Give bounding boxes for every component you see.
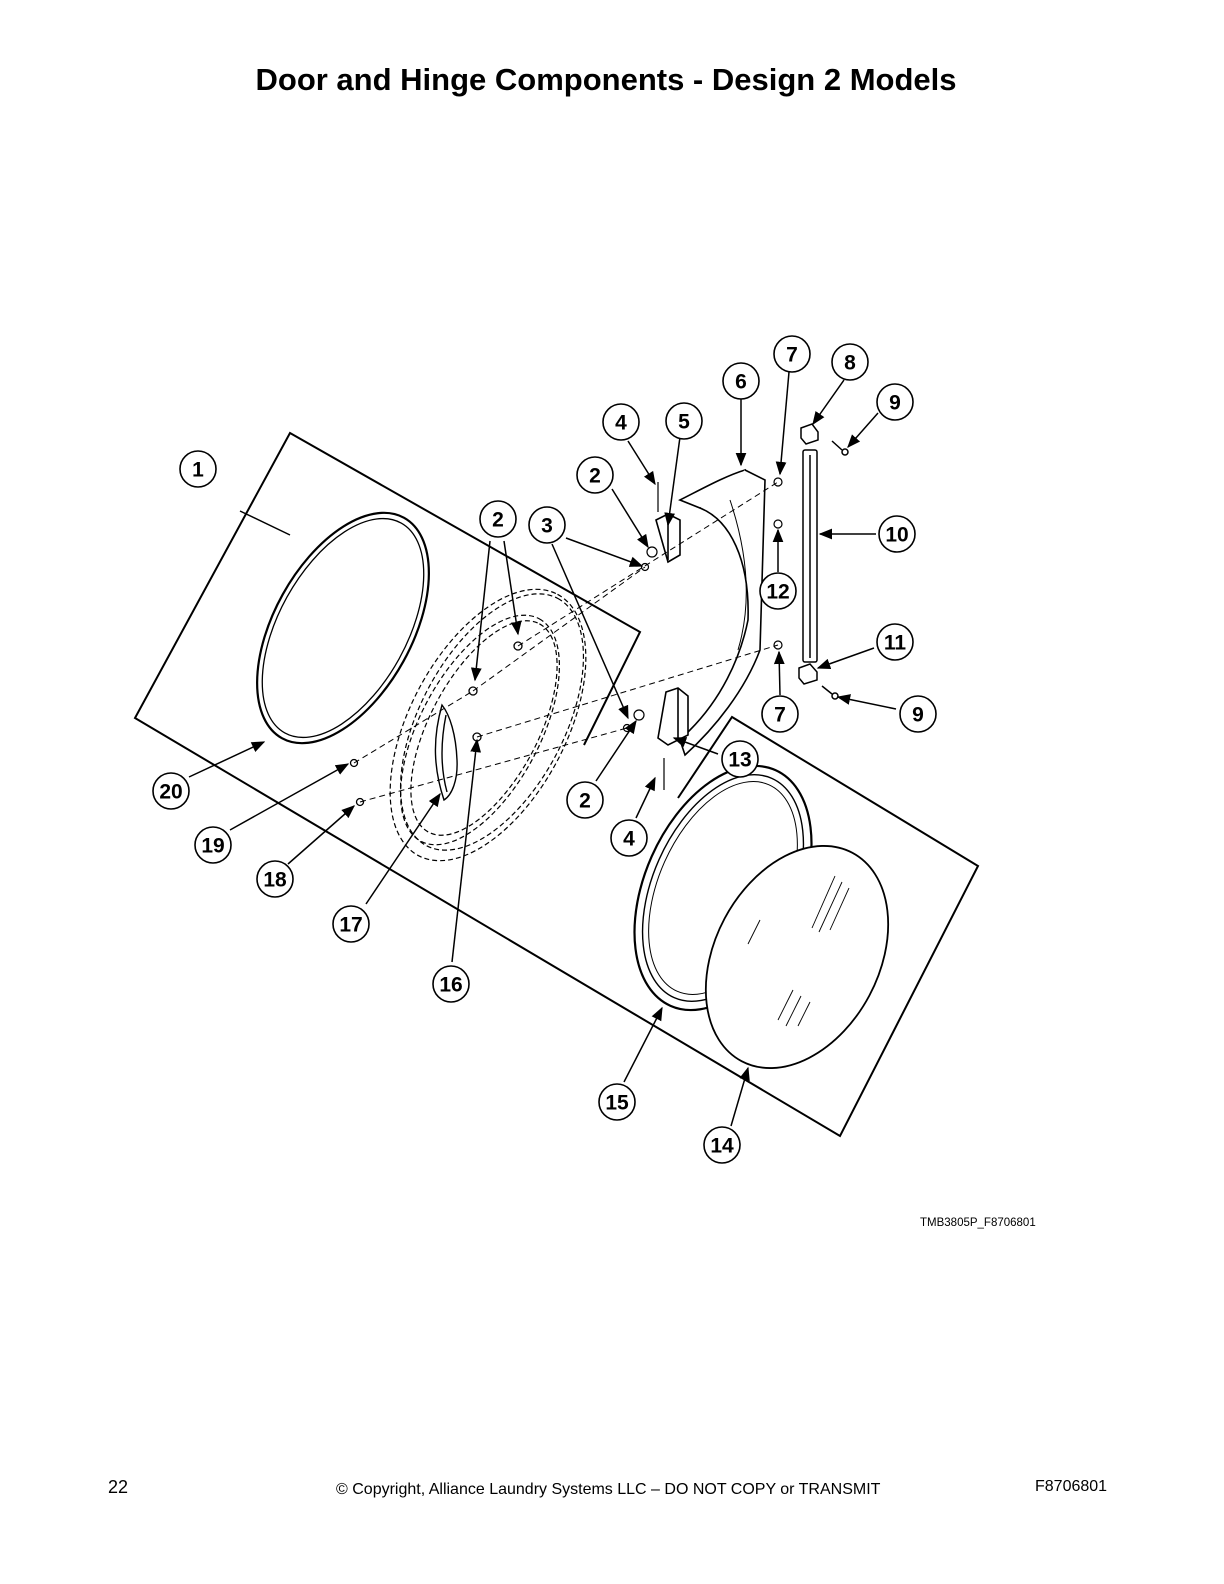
callout-1: 1 — [179, 450, 217, 488]
callout-circle — [703, 1126, 741, 1164]
hinge-assembly — [655, 468, 766, 757]
callout-2: 2 — [479, 500, 517, 538]
callout-number: 1 — [192, 459, 204, 482]
callout-circle — [665, 402, 703, 440]
callout-number: 2 — [589, 465, 601, 488]
callout-circle — [256, 860, 294, 898]
callout-number: 2 — [492, 509, 504, 532]
callout-number: 2 — [579, 790, 591, 813]
inner-door-ring — [389, 588, 587, 862]
hinge-screws — [622, 477, 783, 790]
callout-circle — [722, 362, 760, 400]
callout-4: 4 — [610, 819, 648, 857]
callout-number: 3 — [541, 515, 553, 538]
callout-number: 9 — [912, 704, 924, 727]
callout-circle — [432, 965, 470, 1003]
callout-number: 19 — [201, 835, 224, 858]
callout-5: 5 — [665, 402, 703, 440]
callout-number: 7 — [786, 344, 798, 367]
callout-number: 4 — [623, 828, 635, 851]
callout-7: 7 — [773, 335, 811, 373]
callout-19: 19 — [194, 826, 232, 864]
callout-circle — [876, 623, 914, 661]
callout-15: 15 — [598, 1083, 636, 1121]
callout-7: 7 — [761, 695, 799, 733]
callout-number: 9 — [889, 392, 901, 415]
callout-circle — [528, 506, 566, 544]
page-number: 22 — [108, 1477, 129, 1497]
callout-9: 9 — [876, 383, 914, 421]
callout-14: 14 — [703, 1126, 741, 1164]
callout-circle — [479, 500, 517, 538]
door-gasket-ring — [256, 511, 430, 745]
door-panel-outline — [133, 431, 980, 1138]
callout-10: 10 — [878, 515, 916, 553]
callout-circle — [773, 335, 811, 373]
callout-number: 16 — [439, 974, 462, 997]
callout-number: 4 — [615, 412, 627, 435]
callout-circle — [194, 826, 232, 864]
callout-13: 13 — [721, 740, 759, 778]
callout-circle — [332, 905, 370, 943]
callout-2: 2 — [576, 456, 614, 494]
callout-circle — [759, 572, 797, 610]
leader-arrows — [188, 371, 897, 1127]
callout-6: 6 — [722, 362, 760, 400]
callout-number: 6 — [735, 371, 747, 394]
callout-circle — [899, 695, 937, 733]
alignment-lines — [353, 481, 779, 803]
callout-circle — [876, 383, 914, 421]
callout-number: 15 — [605, 1092, 629, 1115]
callout-9: 9 — [899, 695, 937, 733]
callout-number: 12 — [766, 581, 789, 604]
callout-circle — [152, 772, 190, 810]
callout-2: 2 — [566, 781, 604, 819]
callout-4: 4 — [602, 403, 640, 441]
copyright-notice: © Copyright, Alliance Laundry Systems LL… — [336, 1481, 881, 1498]
callout-number: 10 — [885, 524, 908, 547]
callout-circle — [831, 343, 869, 381]
callout-circle — [179, 450, 217, 488]
strike-bar — [798, 423, 849, 700]
callout-circle — [721, 740, 759, 778]
callout-18: 18 — [256, 860, 294, 898]
callout-3: 3 — [528, 506, 566, 544]
callout-circle — [598, 1083, 636, 1121]
page-title: Door and Hinge Components - Design 2 Mod… — [255, 62, 957, 97]
callout-number: 7 — [774, 704, 786, 727]
callout-number: 20 — [159, 781, 182, 804]
callout-16: 16 — [432, 965, 470, 1003]
callout-circle — [602, 403, 640, 441]
callout-17: 17 — [332, 905, 370, 943]
callout-number: 13 — [728, 749, 751, 772]
callout-number: 14 — [710, 1135, 734, 1158]
callout-number: 17 — [339, 914, 362, 937]
callout-number: 18 — [263, 869, 287, 892]
callout-number: 11 — [884, 632, 907, 655]
callout-circle — [566, 781, 604, 819]
callout-circle — [576, 456, 614, 494]
callout-12: 12 — [759, 572, 797, 610]
drawing-id: TMB3805P_F8706801 — [920, 1217, 1036, 1229]
callout-circle — [761, 695, 799, 733]
callout-circle — [610, 819, 648, 857]
document-number: F8706801 — [1035, 1478, 1108, 1495]
callout-number: 8 — [844, 352, 856, 375]
callout-20: 20 — [152, 772, 190, 810]
door-handle-part — [434, 703, 458, 802]
callout-circle — [878, 515, 916, 553]
door-glass — [704, 845, 890, 1069]
callout-11: 11 — [876, 623, 914, 661]
door-fasteners — [349, 641, 523, 807]
callout-number: 5 — [678, 411, 690, 434]
callout-8: 8 — [831, 343, 869, 381]
